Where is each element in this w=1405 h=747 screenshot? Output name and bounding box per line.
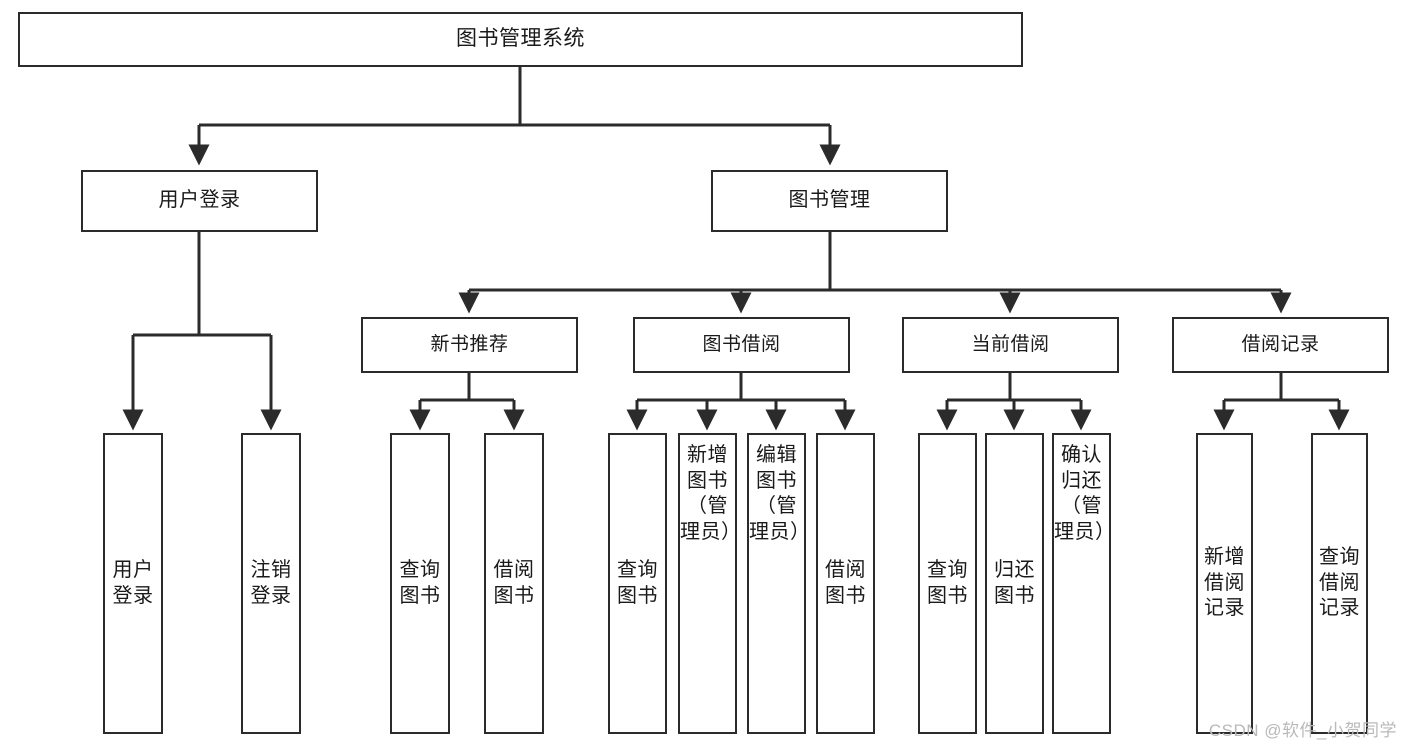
leaf-query-borrow-record[interactable]: 查询借阅记录 — [1311, 433, 1368, 734]
node-label: 查询图书 — [617, 558, 658, 607]
node-label: 编辑图书（管理员） — [749, 444, 811, 543]
node-label: 用户登录 — [112, 558, 154, 607]
node-book-borrow[interactable]: 图书借阅 — [633, 317, 850, 373]
leaf-confirm-return-admin[interactable]: 确认归还（管理员） — [1052, 433, 1116, 734]
node-label: 借阅图书 — [825, 558, 866, 607]
node-label: 借阅图书 — [493, 558, 535, 607]
node-label: 注销登录 — [250, 558, 292, 607]
node-label: 借阅记录 — [1241, 333, 1320, 355]
node-current-borrow[interactable]: 当前借阅 — [902, 317, 1119, 373]
node-new-book-recommend[interactable]: 新书推荐 — [361, 317, 578, 373]
node-label: 图书管理 — [788, 189, 871, 212]
node-label: 查询图书 — [927, 558, 968, 607]
node-label: 新增图书（管理员） — [680, 444, 742, 543]
node-label: 用户登录 — [158, 189, 241, 212]
node-book-management-system[interactable]: 图书管理系统 — [18, 12, 1023, 67]
leaf-query-book-borrow[interactable]: 查询图书 — [608, 433, 667, 734]
node-borrow-record[interactable]: 借阅记录 — [1172, 317, 1389, 373]
leaf-borrow-book-recommend[interactable]: 借阅图书 — [484, 433, 544, 734]
leaf-add-borrow-record[interactable]: 新增借阅记录 — [1196, 433, 1253, 734]
node-label: 查询图书 — [399, 558, 441, 607]
leaf-query-book-current[interactable]: 查询图书 — [918, 433, 977, 734]
node-label: 新增借阅记录 — [1204, 546, 1245, 620]
node-book-manage[interactable]: 图书管理 — [711, 170, 948, 232]
leaf-edit-book-admin[interactable]: 编辑图书（管理员） — [747, 433, 811, 734]
node-label: 归还图书 — [994, 558, 1035, 607]
node-label: 图书管理系统 — [456, 27, 585, 51]
leaf-user-login[interactable]: 用户登录 — [103, 433, 163, 734]
leaf-add-book-admin[interactable]: 新增图书（管理员） — [678, 433, 742, 734]
node-label: 查询借阅记录 — [1319, 546, 1360, 620]
node-label: 当前借阅 — [971, 333, 1050, 355]
leaf-query-book-recommend[interactable]: 查询图书 — [390, 433, 450, 734]
leaf-return-book[interactable]: 归还图书 — [985, 433, 1044, 734]
node-label: 新书推荐 — [430, 333, 509, 355]
node-label: 确认归还（管理员） — [1054, 444, 1116, 543]
node-label: 图书借阅 — [702, 333, 781, 355]
node-user-login[interactable]: 用户登录 — [81, 170, 318, 232]
leaf-logout-login[interactable]: 注销登录 — [241, 433, 301, 734]
leaf-borrow-book[interactable]: 借阅图书 — [816, 433, 875, 734]
